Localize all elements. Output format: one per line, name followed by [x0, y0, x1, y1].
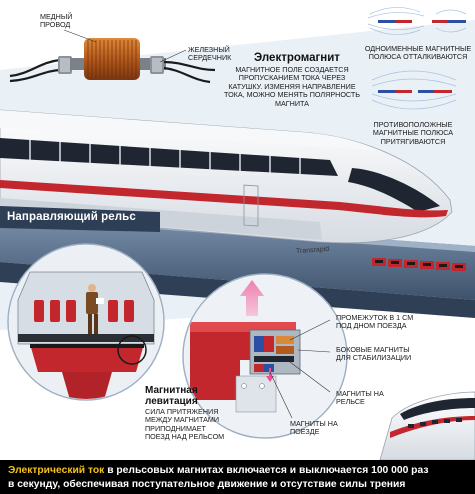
gap-label: Промежуток в 1 см под дном поезда — [336, 313, 414, 331]
levitation-arrow — [240, 280, 264, 316]
passenger-figure — [86, 284, 104, 334]
guideway-beam — [0, 212, 475, 300]
levitation-title-line2: левитация — [145, 396, 198, 407]
transrapid-train — [0, 109, 453, 244]
levitation-description: Сила притяжения между магнитами приподни… — [145, 407, 225, 442]
same-poles-label: Одноименные магнитные полюса отталкивают… — [364, 44, 472, 62]
copper-wire-label: Медный провод — [40, 12, 73, 30]
same-poles-diagram — [367, 7, 467, 35]
electromagnet-description: Магнитное поле создается пропусканием то… — [224, 65, 360, 108]
levitation-title-line1: Магнитная — [145, 385, 198, 396]
levitation-detail — [182, 273, 348, 439]
opposite-poles-label: Противоположные магнитные полюса притяги… — [372, 120, 454, 146]
levitation-title: Магнитная левитация — [145, 385, 198, 407]
rail-magnets-label: Магниты на рельсе — [336, 389, 384, 407]
footer-line1-rest: в рельсовых магнитах включается и выключ… — [104, 465, 429, 476]
opposite-poles-diagram — [371, 70, 457, 110]
train-nose-secondary — [379, 391, 475, 461]
train-magnets-label: Магниты на поезде — [290, 419, 338, 437]
electromagnet-coil — [9, 29, 216, 84]
footer-line-1: Электрический ток в рельсовых магнитах в… — [8, 464, 428, 477]
guide-rail-label-band — [0, 206, 160, 232]
guide-rail-label: Направляющий рельс — [7, 211, 136, 223]
cabin-cross-section — [7, 243, 165, 401]
footer-highlight: Электрический ток — [8, 465, 105, 476]
electromagnet-title: Электромагнит — [254, 52, 340, 64]
rail-magnet-strip — [372, 258, 466, 271]
footer-line-2: в секунду, обеспечивая поступательное дв… — [8, 479, 406, 490]
side-magnets-label: Боковые магниты для стабилизации — [336, 345, 412, 363]
footer-caption: Электрический ток в рельсовых магнитах в… — [0, 460, 475, 494]
iron-core-label: Железный сердечник — [188, 45, 232, 63]
